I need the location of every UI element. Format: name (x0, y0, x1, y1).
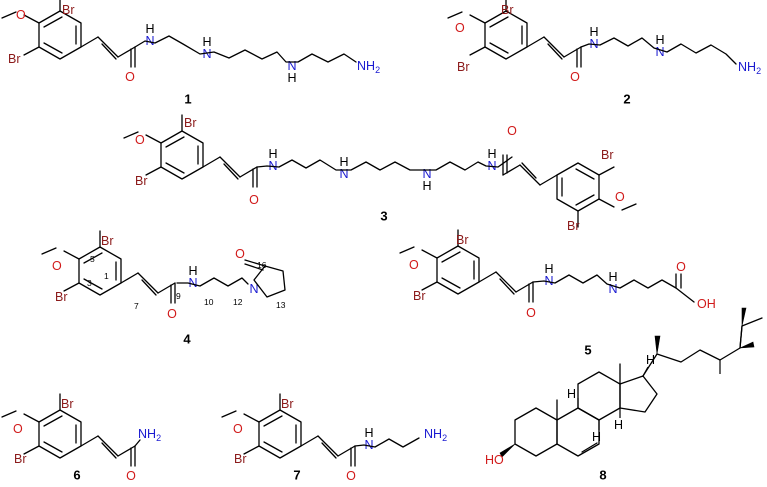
atom-ho: HO (485, 453, 504, 467)
atom-br: Br (567, 219, 580, 233)
atom-br: Br (457, 60, 470, 74)
atom-n: N (249, 282, 258, 296)
atom-number: 7 (134, 301, 139, 311)
compound-label: 5 (584, 343, 591, 358)
atom-o: O (235, 247, 245, 261)
atom-number: 10 (204, 297, 214, 307)
atom-n: N (287, 59, 296, 73)
compound-label: 4 (183, 332, 191, 347)
compound-5: Br O Br O N H N H O OH 5 (399, 229, 716, 358)
atom-n: N (364, 438, 373, 452)
atom-oh: OH (697, 297, 716, 311)
atom-br: Br (601, 148, 614, 162)
atom-o: O (570, 70, 580, 84)
compound-label: 7 (293, 468, 300, 483)
atom-n: N (188, 276, 197, 290)
atom-n: N (145, 34, 154, 48)
atom-number: 1 (104, 271, 109, 281)
atom-o: O (125, 70, 135, 84)
atom-n: N (655, 45, 664, 59)
compound-label: 2 (623, 92, 630, 107)
atom-br: Br (8, 52, 21, 66)
compound-2: Br O Br O N H N H NH2 2 (447, 0, 761, 107)
atom-o: O (135, 133, 145, 147)
atom-h: H (567, 387, 576, 401)
atom-nh2: NH2 (138, 427, 161, 443)
atom-br: Br (55, 290, 68, 304)
atom-br: Br (456, 233, 469, 247)
atom-h: H (202, 35, 211, 49)
atom-br: Br (101, 234, 114, 248)
atom-n: N (544, 274, 553, 288)
atom-n: N (202, 47, 211, 61)
atom-o: O (346, 469, 356, 483)
atom-o: O (16, 8, 26, 22)
atom-n: N (608, 282, 617, 296)
atom-h: H (614, 418, 623, 432)
atom-n: N (422, 167, 431, 181)
atom-number: 12 (233, 297, 243, 307)
atom-h: H (544, 262, 553, 276)
atom-o: O (507, 124, 517, 138)
atom-br: Br (184, 116, 197, 130)
compound-label: 3 (380, 209, 387, 224)
atom-nh2: NH2 (424, 427, 447, 443)
atom-h: H (655, 33, 664, 47)
atom-br: Br (135, 174, 148, 188)
atom-nh2: NH2 (357, 59, 380, 75)
atom-br: Br (14, 452, 27, 466)
compound-1: Br O Br O N H N H N H NH2 1 (1, 0, 380, 107)
atom-h: H (145, 22, 154, 36)
atom-o: O (615, 190, 625, 204)
atom-number: 13 (276, 300, 286, 310)
compound-6: Br O Br O NH2 6 (1, 393, 161, 483)
atom-h: H (487, 147, 496, 161)
atom-n: N (339, 167, 348, 181)
atom-h: H (646, 353, 655, 367)
atom-o: O (249, 193, 259, 207)
atom-br: Br (281, 397, 294, 411)
atom-o: O (676, 260, 686, 274)
atom-o: O (526, 306, 536, 320)
atom-h: H (287, 71, 296, 85)
atom-br: Br (501, 3, 514, 17)
atom-h: H (608, 270, 617, 284)
atom-o: O (233, 422, 243, 436)
atom-o: O (167, 307, 177, 321)
atom-h: H (268, 147, 277, 161)
atom-br: Br (62, 3, 75, 17)
atom-h: H (422, 179, 431, 193)
atom-h: H (364, 426, 373, 440)
compound-8: H H H H HO 8 (485, 307, 763, 483)
atom-br: Br (234, 452, 247, 466)
atom-number: 5 (90, 254, 95, 264)
atom-br: Br (413, 289, 426, 303)
atom-o: O (409, 258, 419, 272)
atom-o: O (13, 422, 23, 436)
atom-h: H (188, 264, 197, 278)
compound-7: Br O Br O N H NH2 7 (221, 393, 447, 483)
compound-label: 6 (73, 468, 80, 483)
atom-h: H (589, 25, 598, 39)
compound-label: 8 (599, 468, 606, 483)
atom-number: 9 (176, 291, 181, 301)
atom-nh2: NH2 (738, 60, 761, 76)
atom-o: O (52, 259, 62, 273)
compound-label: 1 (184, 92, 191, 107)
atom-h: H (339, 155, 348, 169)
compound-4: Br O Br O N H N O 1 3 5 7 9 10 12 13 16 … (41, 230, 286, 347)
atom-o: O (126, 469, 136, 483)
atom-br: Br (61, 397, 74, 411)
atom-o: O (455, 21, 465, 35)
compound-3: Br O Br O N H N H N H N H O Br O Br 3 (123, 114, 637, 233)
atom-number: 3 (87, 278, 92, 288)
atom-number: 16 (257, 260, 267, 270)
atom-h: H (592, 430, 601, 444)
